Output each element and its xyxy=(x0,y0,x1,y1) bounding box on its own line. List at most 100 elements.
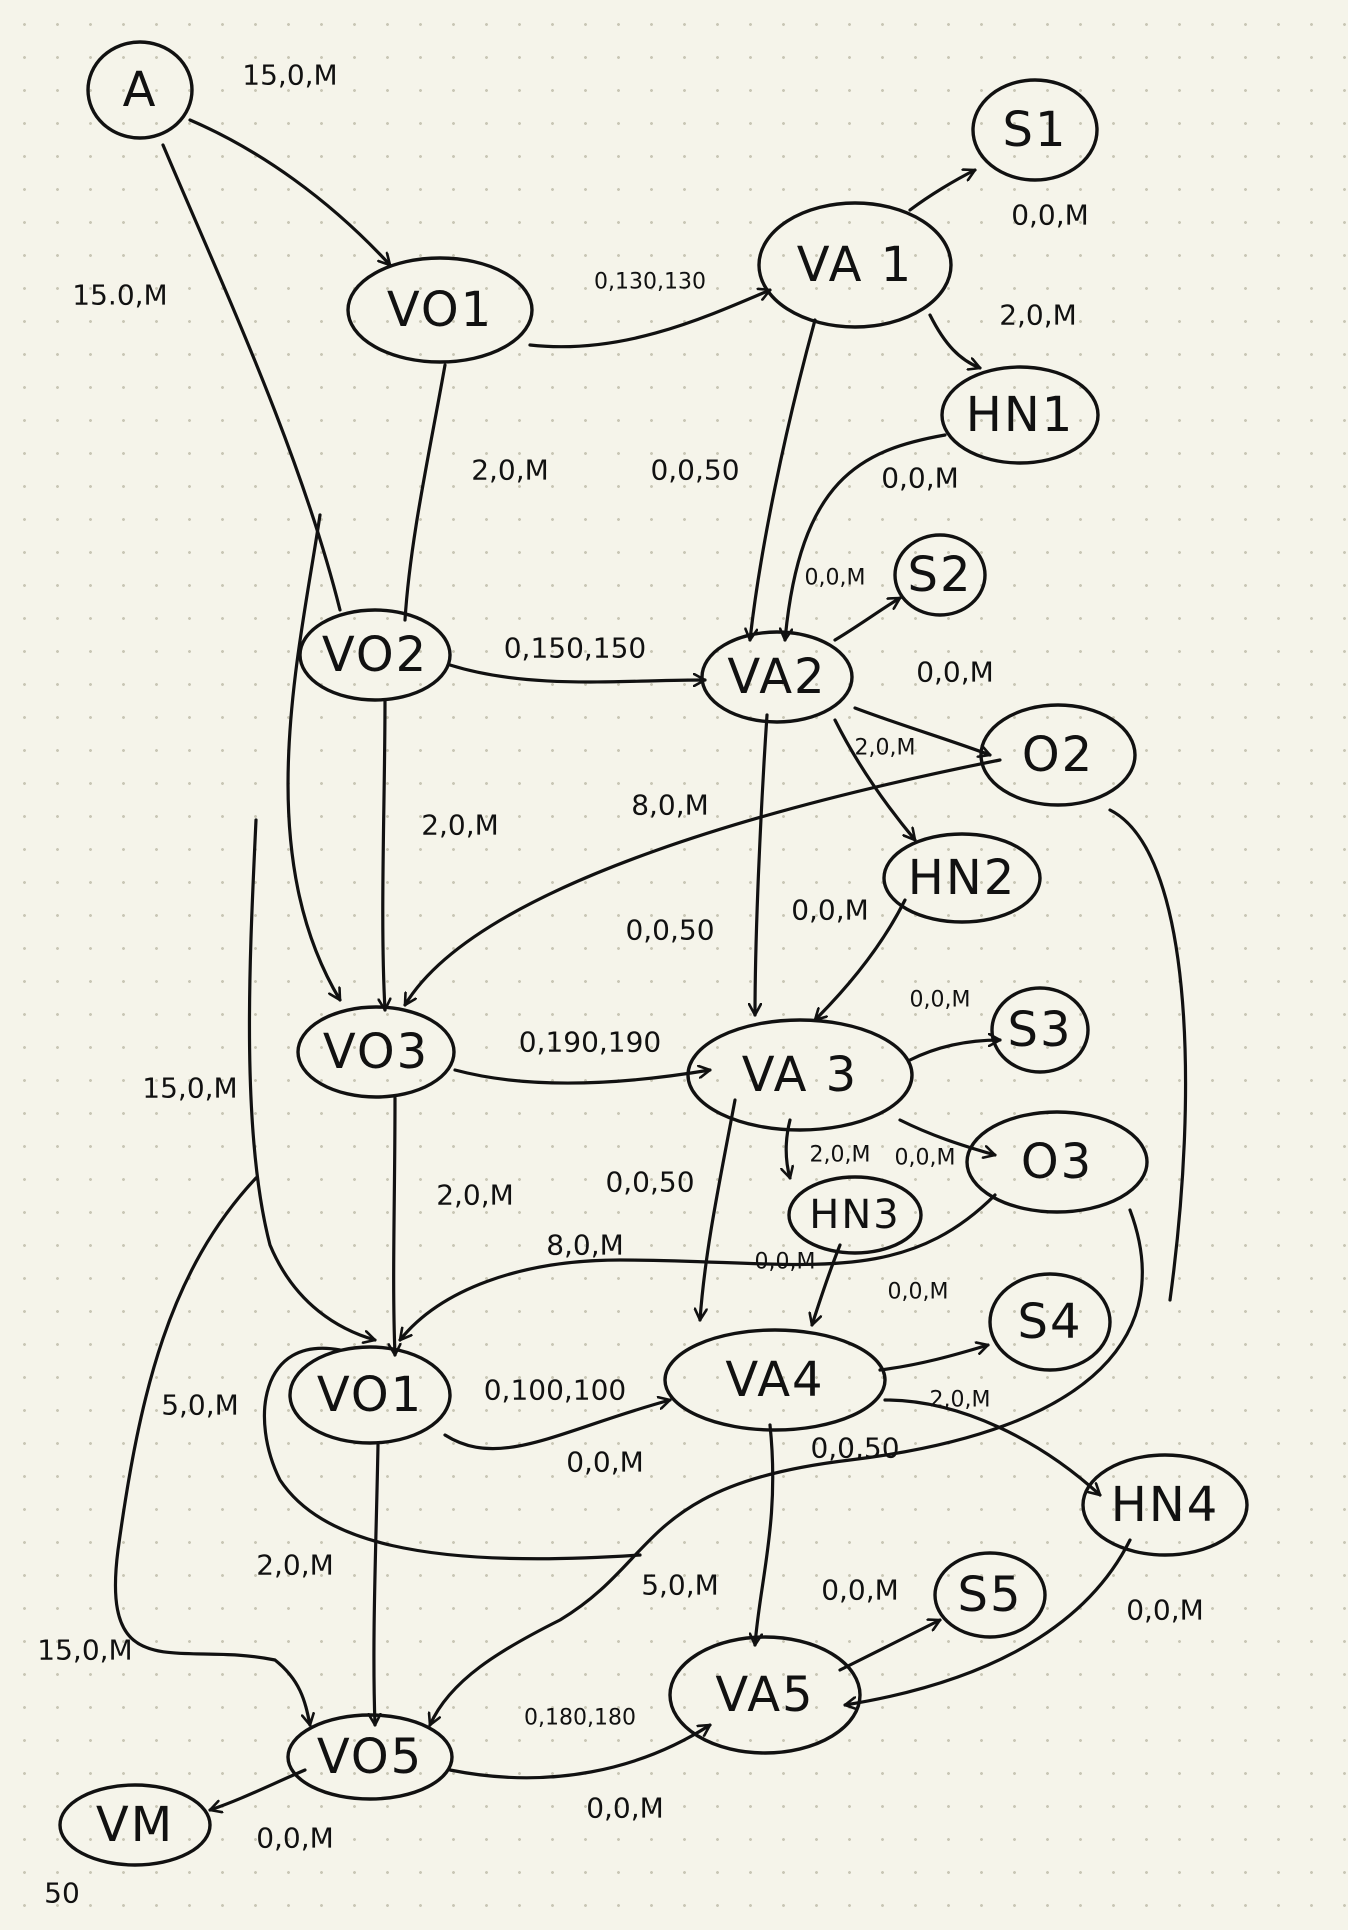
edge-O2-VO3 xyxy=(403,758,1002,1007)
node-label: HN3 xyxy=(809,1192,900,1238)
edge-VA3-VA4 xyxy=(700,1098,737,1322)
node-label: S2 xyxy=(907,547,972,603)
edge-label-VA1-HN1: 2,0,M xyxy=(999,299,1077,332)
edge-label-VO1-VA1: 0,130,130 xyxy=(594,270,706,295)
edge-label-VO2-VA2: 0,150,150 xyxy=(504,632,647,665)
node-label: VM xyxy=(96,1797,174,1853)
edge-VA5-S5 xyxy=(838,1620,942,1672)
edge-HN3-VA4 xyxy=(812,1243,842,1327)
edge-A-VO2 xyxy=(161,143,342,612)
edge-label-VA3-VA4: 0,0,50 xyxy=(605,1166,694,1199)
node-HN3: HN3 xyxy=(787,1175,923,1255)
edge-VO1a-VA1 xyxy=(528,290,772,349)
edge-VO3-VA3 xyxy=(453,1070,712,1085)
edge-VA2-O2 xyxy=(853,706,992,755)
edge-VA3-S3 xyxy=(908,1040,1002,1062)
edge-VA1-S1 xyxy=(908,170,977,212)
node-VA3: VA 3 xyxy=(686,1018,914,1132)
edge-O3-VO5 xyxy=(430,1208,1144,1727)
node-S5: S5 xyxy=(933,1551,1047,1639)
node-label: VA4 xyxy=(725,1352,824,1408)
edge-labels: 15,0,M 15.0,M 0,130,130 0,0,M 2,0,M 2,0,… xyxy=(37,59,1204,1910)
edge-VO5-VM xyxy=(208,1768,307,1810)
edge-VA1-VA2 xyxy=(750,318,817,642)
edge-label-VO5-VM: 0,0,M xyxy=(256,1822,334,1855)
edge-label-VO2-VO3: 2,0,M xyxy=(421,809,499,842)
node-label: S5 xyxy=(957,1567,1022,1623)
edge-A-VO3 xyxy=(286,513,342,1002)
node-S1: S1 xyxy=(971,78,1099,182)
edge-VO5-VA5 xyxy=(448,1723,712,1780)
node-label: VA5 xyxy=(715,1667,814,1723)
edge-label-VA1-VA2: 0,0,50 xyxy=(650,454,739,487)
edge-label-O3-VO5: 5,0,M xyxy=(641,1569,719,1602)
node-VA1: VA 1 xyxy=(757,201,953,329)
node-VA4: VA4 xyxy=(663,1328,887,1432)
node-VA5: VA5 xyxy=(668,1635,862,1755)
edge-label-A-VO5: 15,0,M xyxy=(37,1634,132,1667)
edge-label-VO1-VO2: 2,0,M xyxy=(471,454,549,487)
node-S2: S2 xyxy=(893,533,987,617)
edge-label-A-VO1: 15,0,M xyxy=(242,59,337,92)
node-S4: S4 xyxy=(988,1272,1112,1372)
edge-label-O3-VO4: 8,0,M xyxy=(546,1229,624,1262)
node-label: S3 xyxy=(1007,1002,1072,1058)
edge-A-VO5 xyxy=(113,1176,310,1727)
edge-label-VO3-VA3: 0,190,190 xyxy=(519,1026,662,1059)
edge-label-VO4-VA4-2: 0,0,M xyxy=(566,1446,644,1479)
edge-VA2-VA3 xyxy=(755,713,769,1017)
node-S3: S3 xyxy=(990,986,1090,1074)
node-label: VO3 xyxy=(323,1024,429,1080)
edge-label-VA2-HN2: 2,0,M xyxy=(855,736,916,761)
node-label: VO2 xyxy=(322,627,428,683)
edge-label-VA5-S5: 0,0,M xyxy=(821,1574,899,1607)
node-VO3: VO3 xyxy=(296,1005,456,1099)
edge-VA1-HN1 xyxy=(928,313,982,368)
edge-VO1a-VO2 xyxy=(403,363,447,622)
edge-label-HN3-VA4: 0,0,M xyxy=(755,1250,816,1275)
edge-VA3-HN3 xyxy=(786,1118,790,1180)
edge-label-A-VO3: 15,0,M xyxy=(142,1072,237,1105)
edge-VO2-VA2 xyxy=(448,663,707,682)
edge-VO2-VO3 xyxy=(383,698,385,1012)
edge-label-VO4-VO5: 2,0,M xyxy=(256,1549,334,1582)
node-HN2: HN2 xyxy=(882,832,1042,924)
edge-label-HN4-VA5: 0,0,M xyxy=(1126,1594,1204,1627)
node-label: S4 xyxy=(1017,1294,1082,1350)
edge-label-VA2-S2: 0,0,M xyxy=(805,566,866,591)
edge-label-VA4-VA5: 0,0,50 xyxy=(810,1432,899,1465)
edge-label-VA2-O2: 0,0,M xyxy=(916,656,994,689)
edge-HN4-VA5 xyxy=(843,1538,1132,1705)
nodes: A VO1 VA 1 S1 HN1 VO2 VA2 S2 xyxy=(58,40,1249,1867)
edge-VA4-S4 xyxy=(878,1345,990,1372)
node-label: HN2 xyxy=(908,850,1017,906)
edge-label-VO5-VA5: 0,180,180 xyxy=(524,1706,636,1731)
edge-label-VA1-S1: 0,0,M xyxy=(1011,199,1089,232)
edge-VA2-S2 xyxy=(833,596,902,642)
node-VO2: VO2 xyxy=(298,608,452,702)
node-O3: O3 xyxy=(965,1110,1149,1214)
node-A: A xyxy=(86,40,194,140)
node-VM: VM xyxy=(58,1783,212,1867)
node-VA2: VA2 xyxy=(700,630,854,724)
node-label: VA 1 xyxy=(797,237,913,293)
edge-HN2-VA3 xyxy=(813,898,907,1022)
edge-label-VA3-HN3: 2,0,M xyxy=(810,1143,871,1168)
edge-loop-VO5 xyxy=(262,1346,642,1561)
node-VO1-top: VO1 xyxy=(346,256,534,364)
edge-A-VO4 xyxy=(247,818,377,1340)
node-label: HN4 xyxy=(1111,1477,1220,1533)
edge-label-VA4-S4: 0,0,M xyxy=(888,1280,949,1305)
edge-VA4-VA5 xyxy=(755,1423,775,1647)
node-HN1: HN1 xyxy=(940,365,1100,465)
node-label: O2 xyxy=(1022,727,1094,783)
edges xyxy=(113,118,1188,1810)
edge-label-VA2-VA3: 0,0,50 xyxy=(625,914,714,947)
edge-VO3-VO4 xyxy=(394,1096,395,1357)
edge-label-VO4-VA4: 0,100,100 xyxy=(484,1374,627,1407)
edge-label-VA3-O3: 0,0,M xyxy=(895,1146,956,1171)
edge-label-VA4-HN4: 2,0,M xyxy=(930,1388,991,1413)
edge-VA3-O3 xyxy=(898,1118,997,1155)
edge-O2-VO5 xyxy=(1108,808,1188,1302)
